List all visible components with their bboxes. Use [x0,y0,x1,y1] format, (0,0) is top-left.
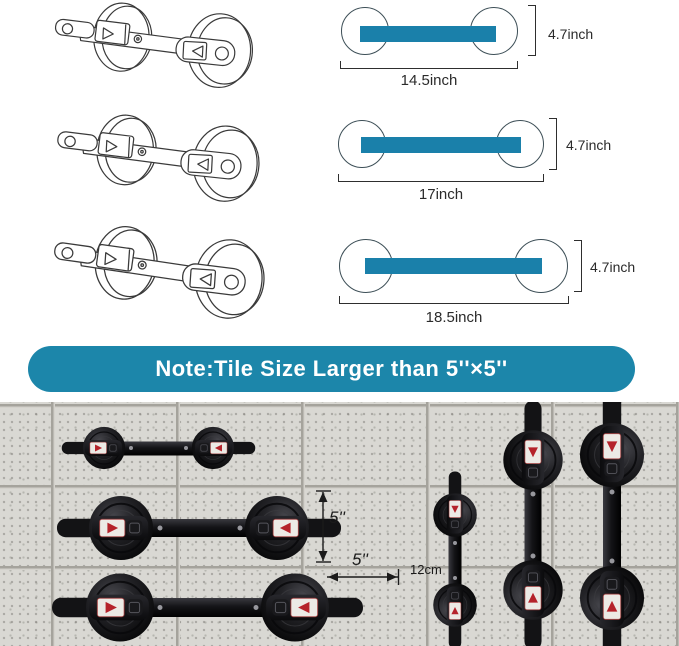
width-label: 17inch [418,186,464,203]
horizontal-grab-bar-large [50,572,365,643]
tile-height-label: 5'' [329,508,345,527]
height-label: 4.7inch [548,26,594,42]
height-bracket [528,5,536,56]
grab-bar-sketch-small [51,0,256,90]
bar-length-indicator [360,26,496,42]
width-label: 14.5inch [400,72,458,89]
tile-width-label: 5'' [352,550,368,569]
bar-length-indicator [361,137,521,153]
width-bracket [338,174,544,182]
grab-bar-sketch-medium [53,111,262,204]
height-label: 4.7inch [566,137,612,153]
height-bracket [549,118,557,170]
note-banner: Note:Tile Size Larger than 5''×5'' [28,346,635,392]
horizontal-grab-bar-medium [56,495,342,561]
height-label: 4.7inch [590,259,636,275]
tile-measurement-arrows [316,490,400,585]
grab-bars-on-tile [50,402,645,646]
grab-bar-sketch-large [49,221,268,322]
note-banner-text: Note:Tile Size Larger than 5''×5'' [155,356,508,381]
vertical-grab-bar-medium [502,402,564,646]
width-label: 18.5inch [425,309,483,326]
horizontal-grab-bar-small [61,426,256,470]
width-bracket [339,296,569,304]
width-bracket [340,61,518,69]
product-photo: 5'' 5'' 12cm [0,402,679,646]
cup-width-label: 12cm [410,562,442,577]
vertical-grab-bar-small [432,470,478,646]
bar-length-indicator [365,258,542,274]
grab-bar-line-drawings [49,0,268,322]
height-bracket [574,240,582,292]
vertical-grab-bar-large [579,402,645,646]
